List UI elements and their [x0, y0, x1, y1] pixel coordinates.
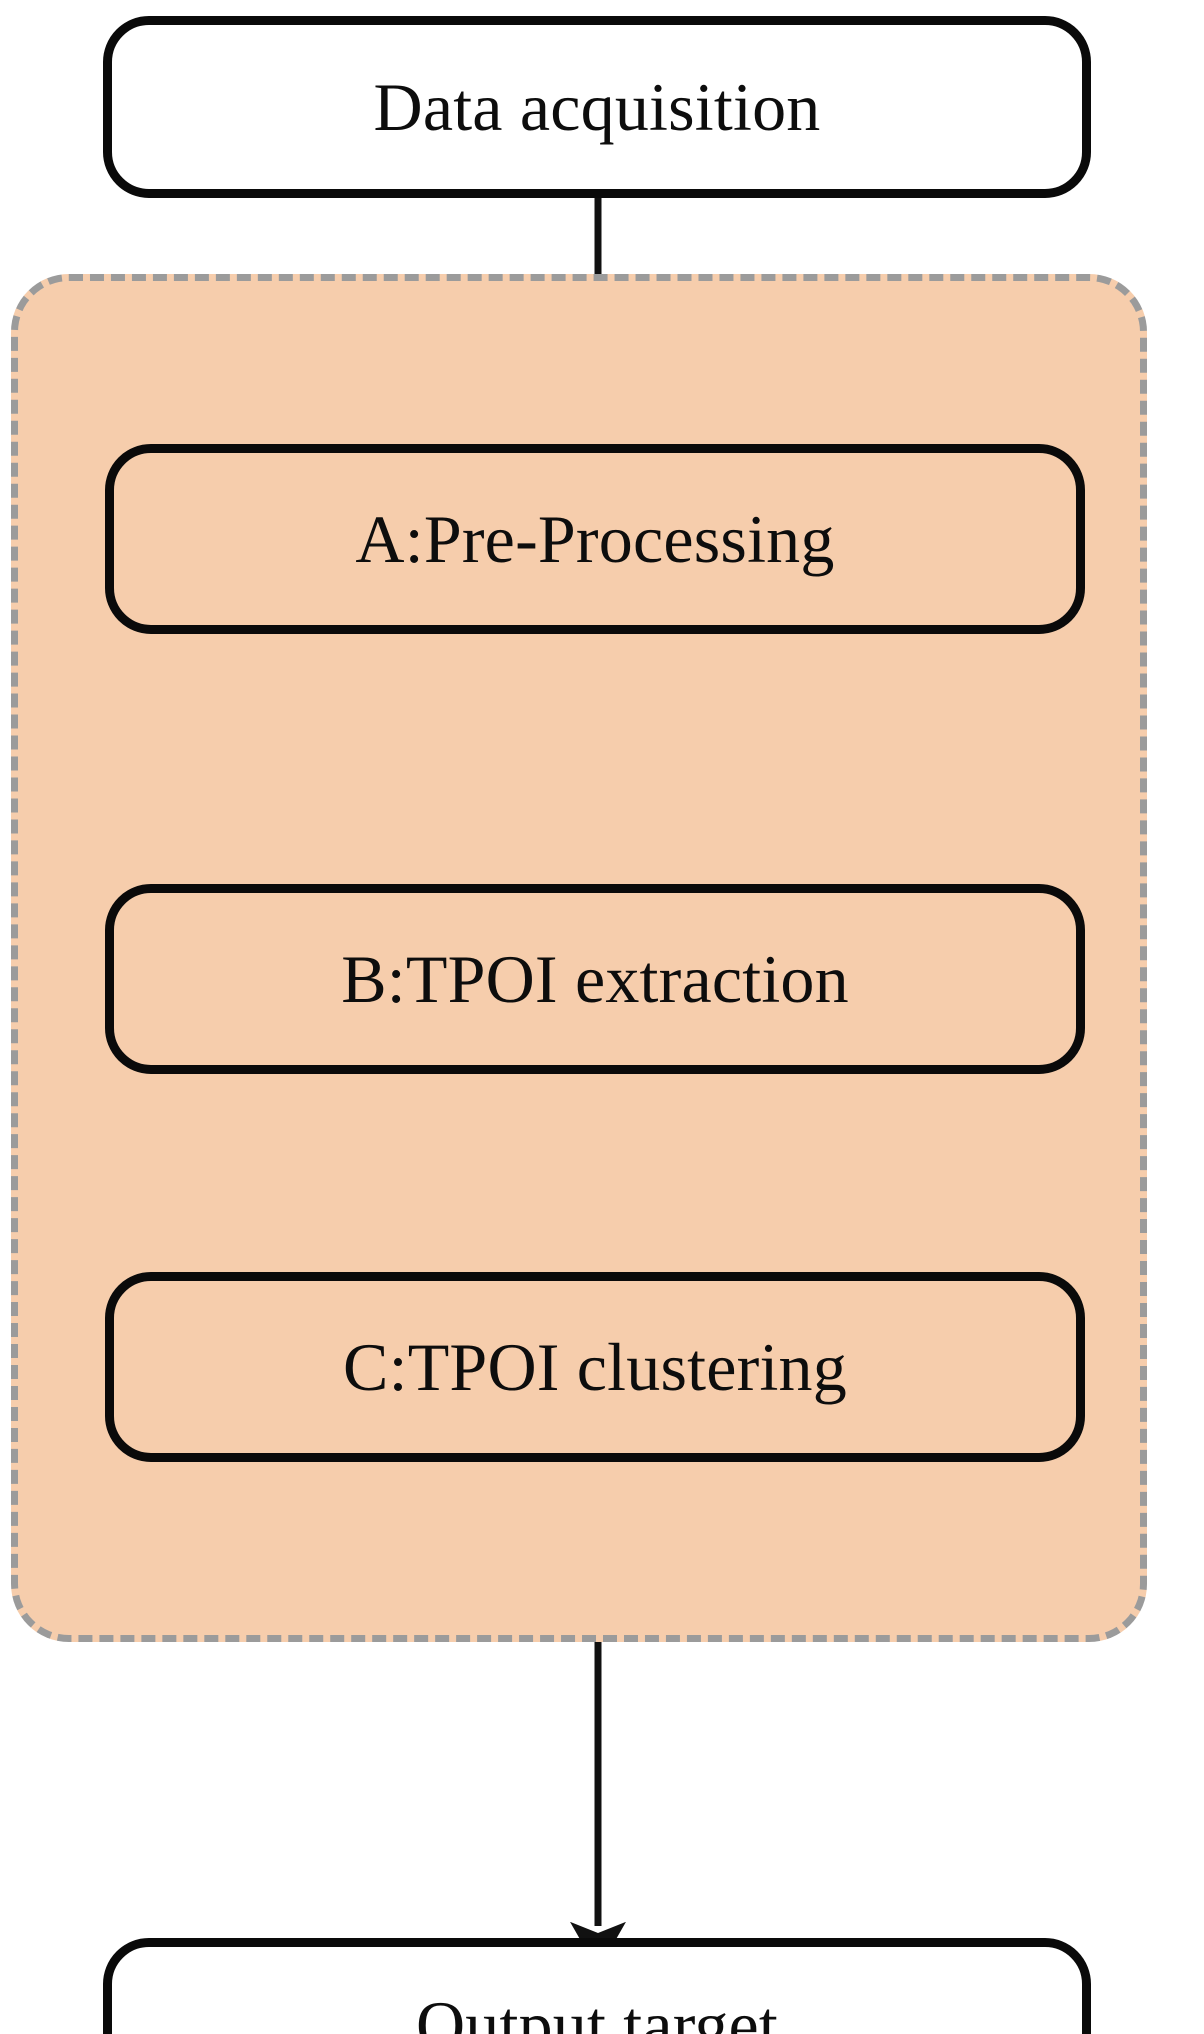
node-tpoi-clustering[interactable]: C:TPOI clustering: [105, 1272, 1085, 1462]
node-data-acquisition[interactable]: Data acquisition: [103, 16, 1091, 198]
core-processing-group: [11, 274, 1147, 1642]
node-tpoi-extraction[interactable]: B:TPOI extraction: [105, 884, 1085, 1074]
node-output-target-information[interactable]: Output target information: [103, 1938, 1091, 2034]
node-pre-processing-label: A:Pre-Processing: [355, 500, 835, 577]
node-tpoi-extraction-label: B:TPOI extraction: [341, 940, 849, 1017]
node-output-label-line-1: Output target: [415, 1986, 779, 2034]
node-data-acquisition-label: Data acquisition: [373, 68, 821, 145]
node-pre-processing[interactable]: A:Pre-Processing: [105, 444, 1085, 634]
node-tpoi-clustering-label: C:TPOI clustering: [343, 1328, 847, 1405]
